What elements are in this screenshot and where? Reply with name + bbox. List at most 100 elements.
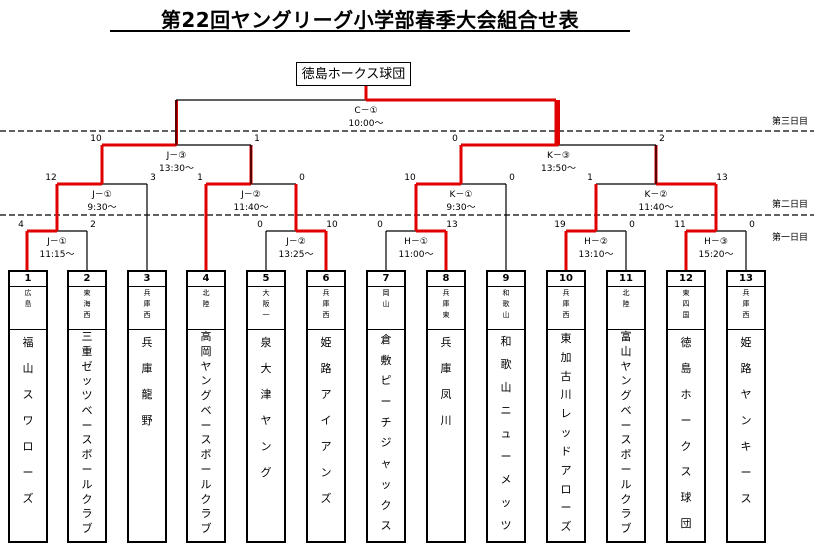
team-name: 徳島ホークス球団 xyxy=(680,336,692,531)
match-time: 13:50～ xyxy=(541,164,576,174)
match-score: 1 xyxy=(197,173,203,183)
match-score: 0 xyxy=(377,220,383,230)
team-name: 和歌山ニューメッツ xyxy=(500,335,512,532)
team-region: 東四国 xyxy=(668,289,704,330)
match-score: 0 xyxy=(509,173,515,183)
match-time: 11:40～ xyxy=(639,203,674,213)
match-score: 11 xyxy=(674,220,685,230)
team-slot-4: 4 北陸高岡ヤングベースボールクラブ xyxy=(186,270,226,543)
day-label: 第三日目 xyxy=(772,115,808,127)
day-label: 第一日目 xyxy=(772,231,808,243)
match-label: H－① xyxy=(404,237,428,247)
match-label: J－① xyxy=(46,237,67,247)
team-region: 兵庫西 xyxy=(308,289,344,330)
match-score: 19 xyxy=(554,220,566,230)
team-seed: 3 xyxy=(129,272,165,287)
team-region: 広島 xyxy=(10,289,46,330)
team-slot-5: 5 大阪一泉大津ヤング xyxy=(246,270,286,543)
team-name: 兵庫龍野 xyxy=(141,336,153,427)
match-score: 0 xyxy=(452,134,458,144)
team-name: 高岡ヤングベースボールクラブ xyxy=(200,330,212,536)
team-name: 倉敷ピーチジャックス xyxy=(380,333,392,533)
team-seed: 12 xyxy=(668,272,704,287)
team-seed: 1 xyxy=(10,272,46,287)
team-name: 姫路ヤンキース xyxy=(740,336,752,505)
team-region: 大阪一 xyxy=(248,289,284,330)
match-label: J－③ xyxy=(166,151,187,161)
match-time: 13:10～ xyxy=(579,250,614,260)
match-label: H－② xyxy=(584,237,608,247)
champion-box: 徳島ホークス球団 xyxy=(296,62,411,86)
team-region: 兵庫東 xyxy=(428,289,464,330)
match-score: 10 xyxy=(326,220,338,230)
team-name: 東加古川レッドアローズ xyxy=(560,332,572,534)
match-score: 3 xyxy=(150,173,156,183)
match-time: 9:30～ xyxy=(446,203,475,213)
team-seed: 2 xyxy=(69,272,105,287)
match-label: K－③ xyxy=(547,151,570,161)
match-time: 9:30～ xyxy=(87,203,116,213)
team-slot-2: 2 東海西三重ゼッツベースボールクラブ xyxy=(67,270,107,543)
match-time: 11:00～ xyxy=(399,250,434,260)
team-slot-6: 6 兵庫西姫路アイアンズ xyxy=(306,270,346,543)
match-score: 10 xyxy=(404,173,416,183)
match-score: 12 xyxy=(45,173,56,183)
match-label: C－① xyxy=(354,106,377,116)
team-seed: 4 xyxy=(188,272,224,287)
match-label: J－② xyxy=(285,237,306,247)
match-score: 1 xyxy=(587,173,593,183)
day-label: 第二日目 xyxy=(772,198,808,210)
team-name: 兵庫凤川 xyxy=(440,336,452,427)
team-slot-11: 11 北陸富山ヤングベースボールクラブ xyxy=(606,270,646,543)
team-region: 東海西 xyxy=(69,289,105,330)
match-score: 13 xyxy=(716,173,727,183)
match-time: 13:30～ xyxy=(159,164,194,174)
match-score: 13 xyxy=(446,220,457,230)
team-region: 北陸 xyxy=(608,289,644,330)
team-name: 姫路アイアンズ xyxy=(320,336,332,505)
team-slot-8: 8 兵庫東兵庫凤川 xyxy=(426,270,466,543)
team-name: 三重ゼッツベースボールクラブ xyxy=(81,330,93,536)
team-seed: 10 xyxy=(548,272,584,287)
match-label: K－② xyxy=(645,190,668,200)
team-name: 富山ヤングベースボールクラブ xyxy=(620,330,632,536)
team-slot-10: 10 兵庫西東加古川レッドアローズ xyxy=(546,270,586,543)
match-score: 0 xyxy=(629,220,635,230)
team-seed: 11 xyxy=(608,272,644,287)
match-score: 2 xyxy=(90,220,96,230)
match-label: J－① xyxy=(91,190,112,200)
team-region: 北陸 xyxy=(188,289,224,330)
match-score: 0 xyxy=(257,220,263,230)
match-time: 15:20～ xyxy=(699,250,734,260)
match-time: 10:00～ xyxy=(349,119,384,129)
team-region: 兵庫西 xyxy=(728,289,764,330)
page-title: 第22回ヤングリーグ小学部春季大会組合せ表 xyxy=(160,8,580,32)
match-time: 11:15～ xyxy=(40,250,75,260)
team-name: 泉大津ヤング xyxy=(260,336,272,479)
match-score: 0 xyxy=(299,173,305,183)
team-region: 岡山 xyxy=(368,289,404,330)
match-label: J－② xyxy=(240,190,261,200)
match-score: 2 xyxy=(659,134,665,144)
team-region: 和歌山 xyxy=(488,289,524,330)
match-time: 11:40～ xyxy=(234,203,269,213)
team-slot-12: 12 東四国徳島ホークス球団 xyxy=(666,270,706,543)
title-underline xyxy=(110,30,630,32)
team-seed: 13 xyxy=(728,272,764,287)
team-seed: 8 xyxy=(428,272,464,287)
team-slot-9: 9 和歌山和歌山ニューメッツ xyxy=(486,270,526,543)
team-seed: 6 xyxy=(308,272,344,287)
match-score: 1 xyxy=(254,134,260,144)
team-seed: 9 xyxy=(488,272,524,287)
match-label: H－③ xyxy=(704,237,728,247)
team-seed: 7 xyxy=(368,272,404,287)
team-seed: 5 xyxy=(248,272,284,287)
team-slot-7: 7 岡山倉敷ピーチジャックス xyxy=(366,270,406,543)
match-score: 10 xyxy=(90,134,102,144)
match-time: 13:25～ xyxy=(279,250,314,260)
match-score: 0 xyxy=(749,220,755,230)
team-region: 兵庫西 xyxy=(548,289,584,330)
